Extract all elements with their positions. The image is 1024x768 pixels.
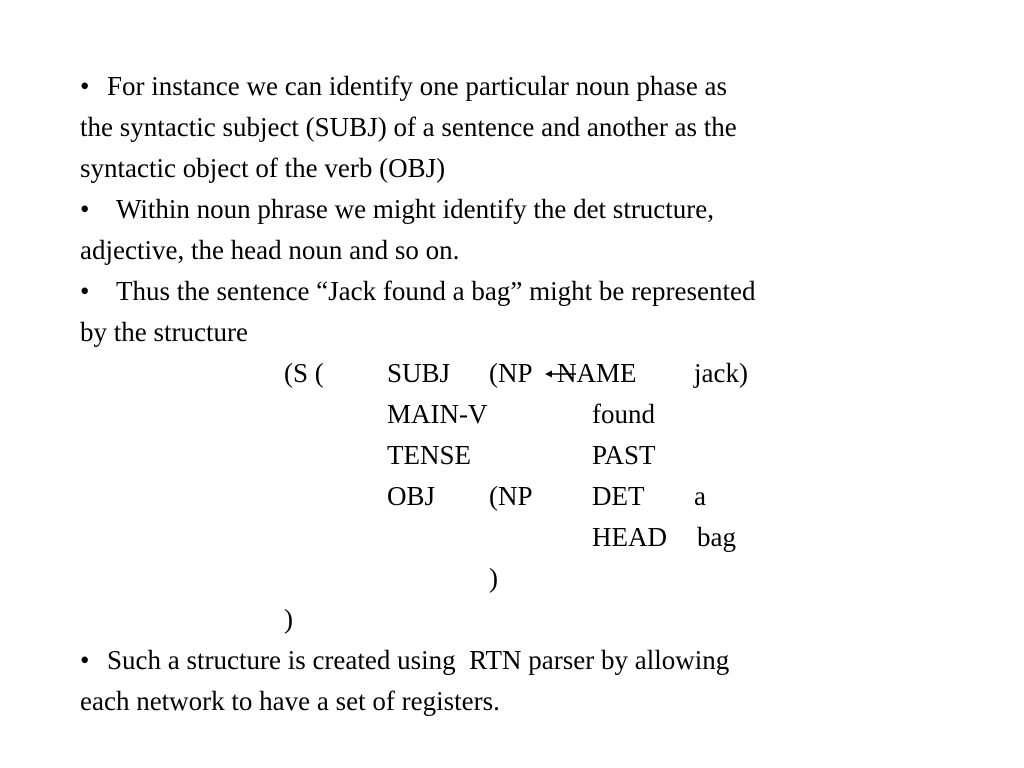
arrow-left-icon bbox=[545, 370, 576, 378]
bullet-1-line-3: syntactic object of the verb (OBJ) bbox=[80, 153, 446, 183]
structure-s-open: (S ( bbox=[284, 358, 324, 388]
bullet-3-line-1: Thus the sentence “Jack found a bag” mig… bbox=[116, 276, 756, 306]
bullet-2-line-2: adjective, the head noun and so on. bbox=[80, 235, 460, 265]
structure-det-value: a bbox=[694, 481, 706, 511]
structure-obj-register: OBJ bbox=[387, 481, 436, 511]
bullet-4-line-1: Such a structure is created using RTN pa… bbox=[107, 645, 730, 675]
bullet-4-line-2: each network to have a set of registers. bbox=[80, 686, 500, 716]
structure-subj-np: (NP bbox=[489, 358, 533, 388]
structure-main-v-value: found bbox=[592, 399, 655, 429]
bullet-3-line-2: by the structure bbox=[80, 317, 248, 347]
bullet-1-marker: • bbox=[80, 71, 90, 101]
structure-tense-register: TENSE bbox=[387, 440, 471, 470]
structure-name-register: NAME bbox=[557, 358, 637, 388]
bullet-2-marker: • bbox=[80, 194, 90, 224]
bullet-1-line-2: the syntactic subject (SUBJ) of a senten… bbox=[80, 112, 737, 142]
bullet-2-line-1: Within noun phrase we might identify the… bbox=[116, 194, 715, 224]
structure-subj-register: SUBJ bbox=[387, 358, 451, 388]
structure-outer-close: ) bbox=[284, 604, 293, 634]
bullet-3-marker: • bbox=[80, 276, 90, 306]
bullet-4-marker: • bbox=[80, 645, 90, 675]
structure-obj-np: (NP bbox=[489, 481, 533, 511]
structure-name-value: jack) bbox=[694, 358, 748, 388]
structure-tense-value: PAST bbox=[592, 440, 656, 470]
structure-head-value: bag bbox=[697, 522, 736, 552]
structure-det-register: DET bbox=[592, 481, 645, 511]
bullet-1-line-1: For instance we can identify one particu… bbox=[107, 71, 728, 101]
structure-main-v-register: MAIN-V bbox=[387, 399, 488, 429]
structure-head-register: HEAD bbox=[592, 522, 667, 552]
structure-inner-close: ) bbox=[489, 563, 498, 593]
